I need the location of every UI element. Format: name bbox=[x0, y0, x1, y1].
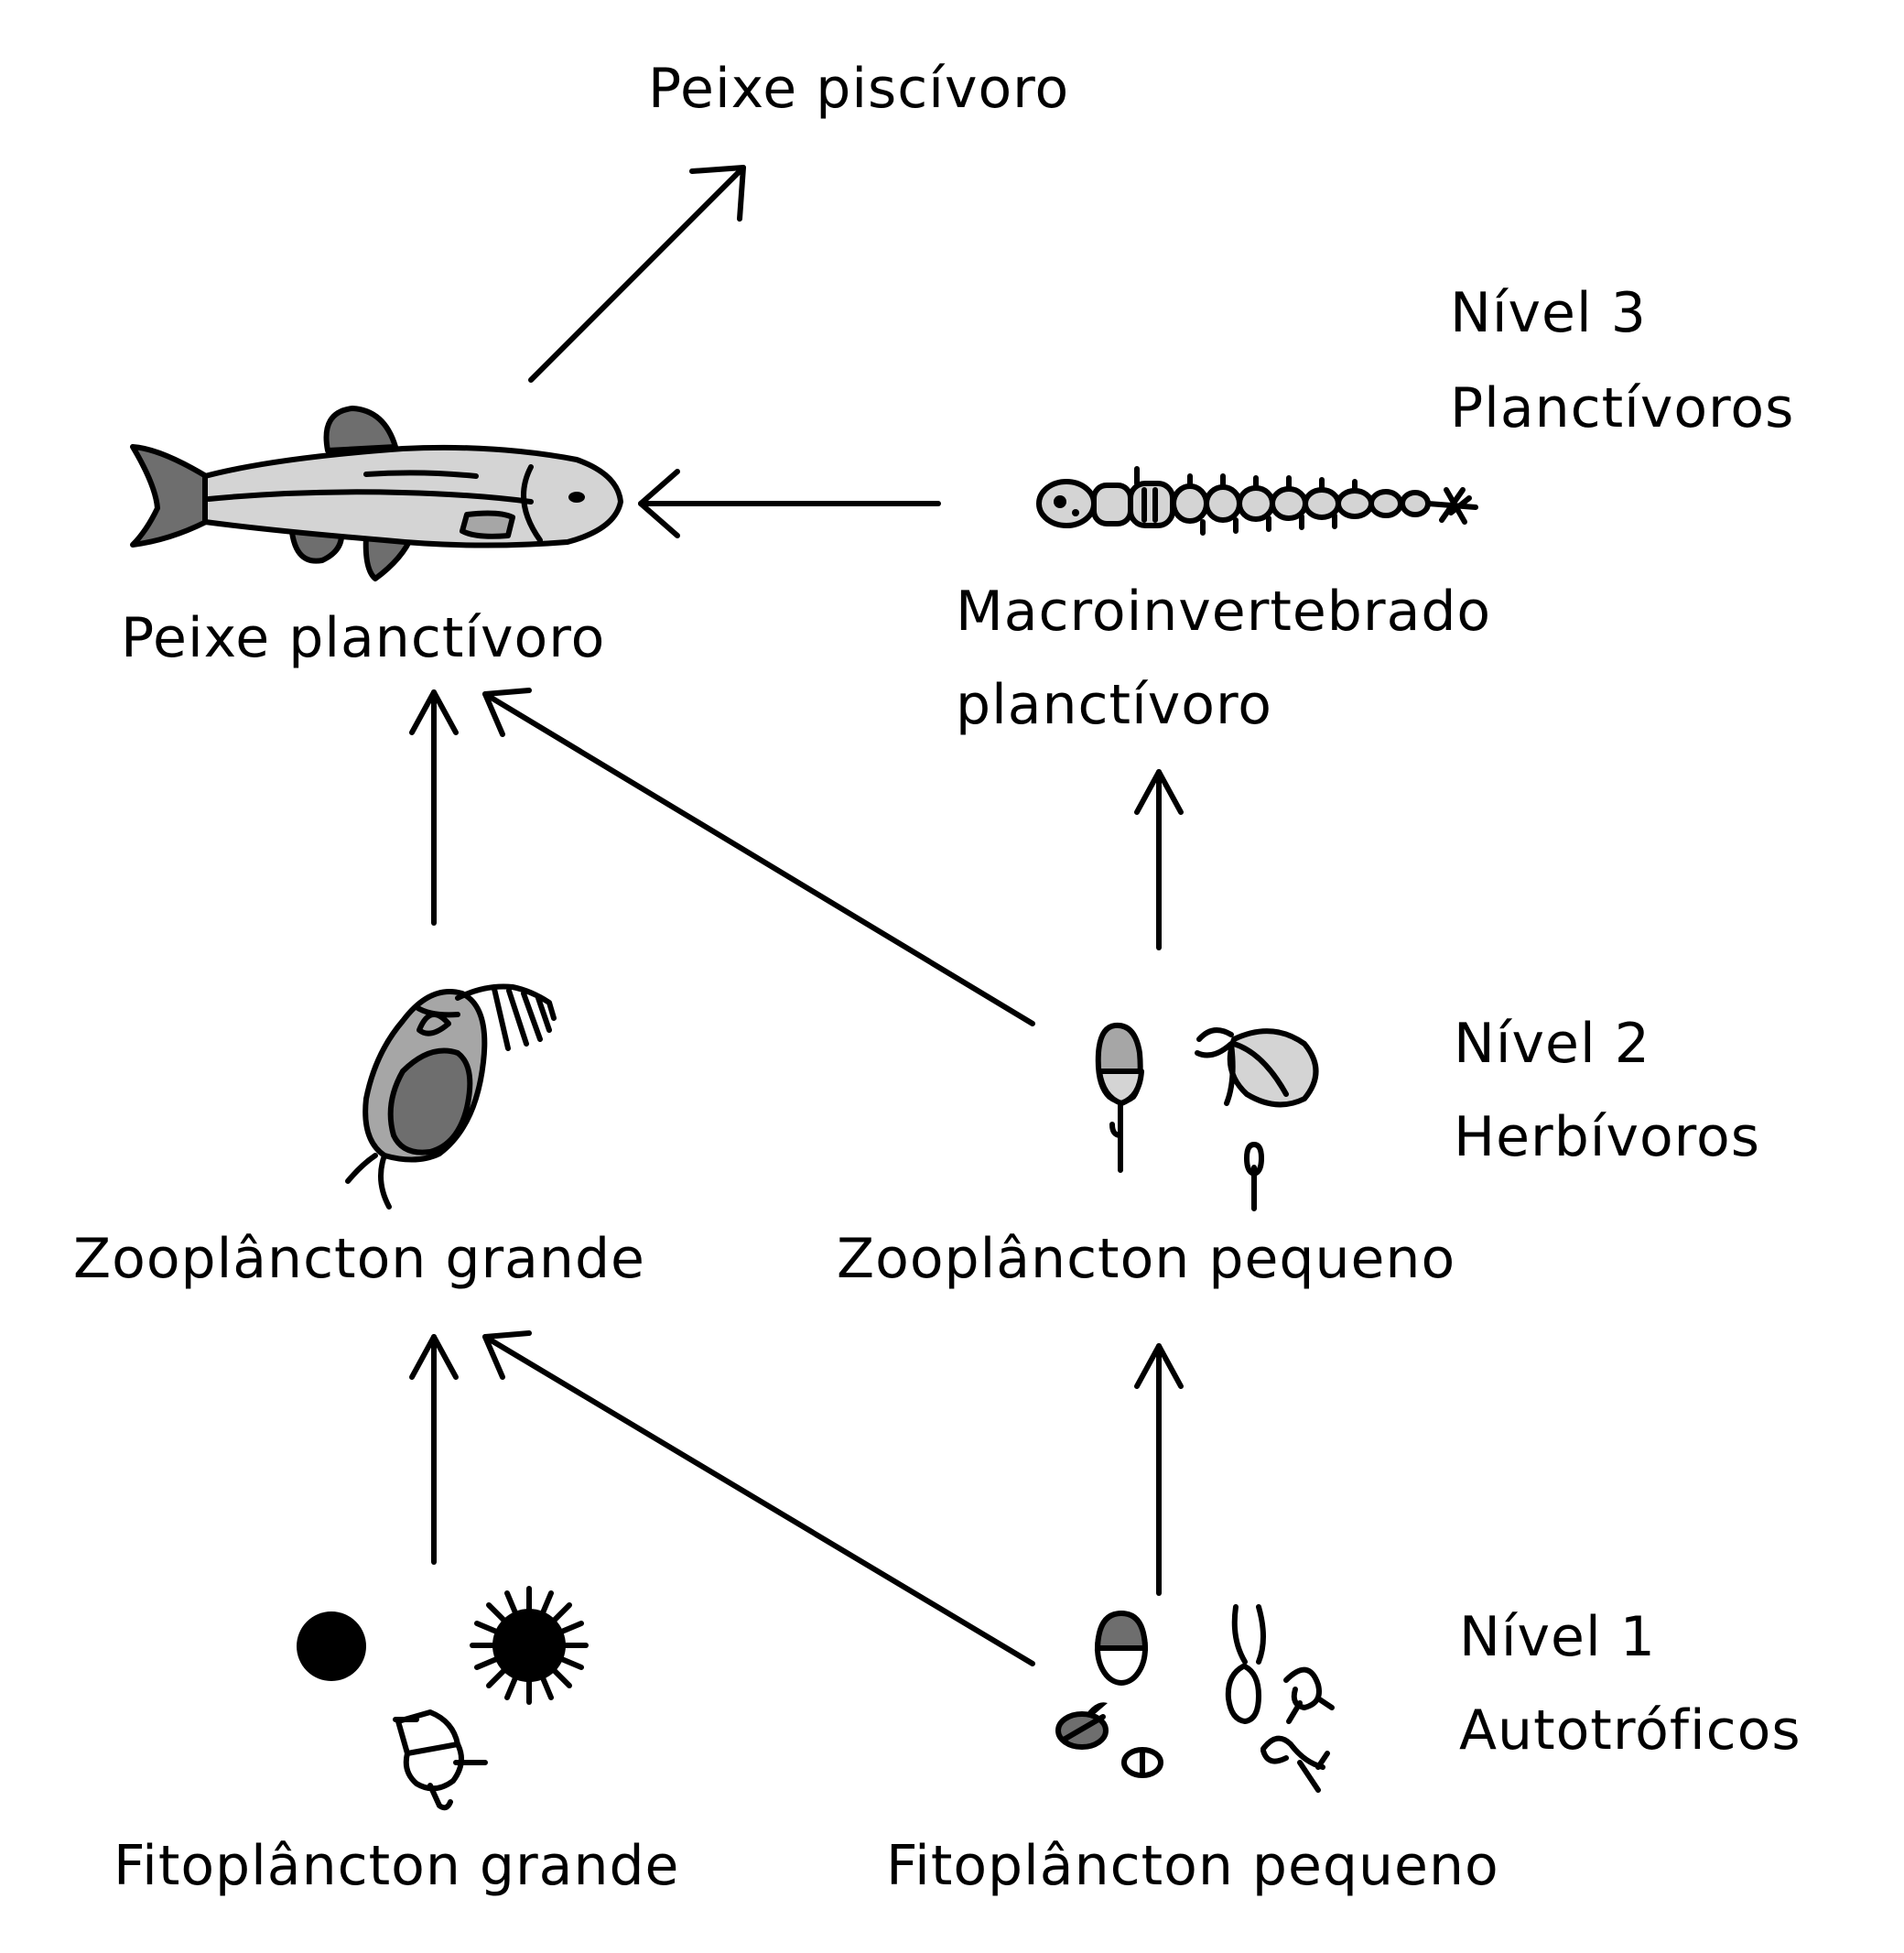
label-nivel2-title: Nível 2 bbox=[1454, 1012, 1650, 1076]
arrow-fito-large-to-zoo-large bbox=[409, 1334, 459, 1565]
label-zooplancton-pequeno: Zooplâncton pequeno bbox=[837, 1227, 1455, 1291]
label-fitoplancton-pequeno: Fitoplâncton pequeno bbox=[886, 1834, 1499, 1898]
ciliate-icon bbox=[1195, 1027, 1319, 1211]
label-nivel2-name: Herbívoros bbox=[1454, 1105, 1760, 1169]
arrow-zoo-large-to-fish bbox=[409, 689, 459, 926]
arrow-fito-small-to-zoo-large bbox=[482, 1330, 1035, 1666]
filament-alga-icon bbox=[1225, 1604, 1335, 1793]
spiky-alga-icon bbox=[470, 1586, 589, 1705]
label-nivel3-title: Nível 3 bbox=[1450, 281, 1647, 345]
rotifer-icon bbox=[1095, 1022, 1144, 1173]
label-macroinvertebrado-2: planctívoro bbox=[956, 673, 1272, 737]
daphnia-icon bbox=[345, 983, 557, 1210]
label-fitoplancton-grande: Fitoplâncton grande bbox=[114, 1834, 679, 1898]
fish-icon bbox=[130, 406, 623, 581]
label-nivel3-name: Planctívoros bbox=[1450, 376, 1794, 440]
label-peixe-planctivoro: Peixe planctívoro bbox=[121, 606, 605, 670]
label-zooplancton-grande: Zooplâncton grande bbox=[73, 1227, 645, 1291]
level-labels: Nível 3 Planctívoros Nível 2 Herbívoros … bbox=[1450, 281, 1801, 1763]
arrow-fish-to-piscivore bbox=[528, 165, 746, 383]
label-peixe-piscivoro: Peixe piscívoro bbox=[648, 57, 1069, 121]
dinoflagellate-icon bbox=[393, 1709, 488, 1811]
sphere-cell-icon bbox=[297, 1611, 366, 1681]
arrow-zoo-small-to-fish bbox=[482, 688, 1035, 1026]
arrow-fito-small-to-zoo-small bbox=[1134, 1343, 1184, 1596]
arrow-zoo-small-to-macro bbox=[1134, 769, 1184, 950]
arrow-macro-to-fish bbox=[638, 469, 941, 538]
label-nivel1-name: Autotróficos bbox=[1459, 1698, 1801, 1763]
node-labels: Peixe piscívoro Peixe planctívoro Macroi… bbox=[73, 57, 1499, 1898]
label-nivel1-title: Nível 1 bbox=[1459, 1605, 1656, 1669]
small-flagellate-icon bbox=[1055, 1610, 1163, 1778]
larva-icon bbox=[1036, 466, 1478, 536]
arrows bbox=[409, 165, 1184, 1666]
label-macroinvertebrado-1: Macroinvertebrado bbox=[956, 580, 1491, 644]
